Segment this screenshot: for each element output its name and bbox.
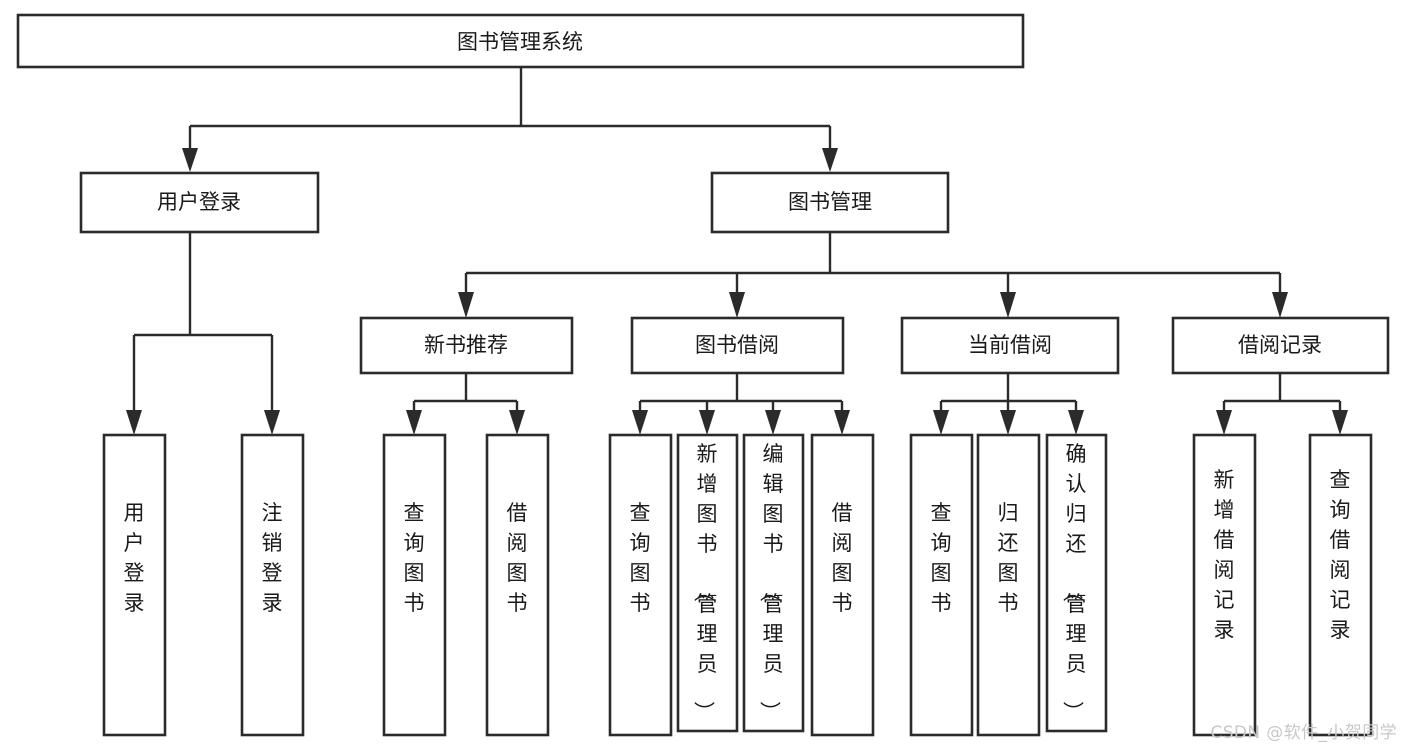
node-current-box[interactable] (900, 316, 1120, 375)
connector-group-records (1216, 373, 1348, 435)
node-login-box[interactable] (79, 171, 320, 234)
arrow-head-current (1000, 292, 1016, 318)
arrow-head-borrow (729, 292, 745, 318)
node-leaf-add-book-label: 新增图书（管理员） (692, 442, 718, 722)
node-leaf-edit-book[interactable]: 编辑图书（管理员） (742, 433, 805, 733)
node-leaf-query-book-1[interactable]: 查询图书 (382, 433, 447, 737)
node-leaf-edit-book-box[interactable] (742, 433, 805, 733)
connector-group-bookmgmt (458, 232, 1288, 318)
node-leaf-user-login-box[interactable] (102, 433, 167, 737)
arrow-head-return-book (1000, 410, 1016, 435)
node-root-box[interactable] (16, 13, 1025, 69)
node-leaf-query-book-3[interactable]: 查询图书 (909, 433, 974, 737)
node-leaf-user-login-label: 用户登录 (124, 501, 145, 615)
node-leaf-borrow-book-1[interactable]: 借阅图书 (485, 433, 550, 737)
node-leaf-query-book-3-label: 查询图书 (931, 501, 952, 615)
node-leaf-query-book-1-label: 查询图书 (404, 501, 425, 615)
node-leaf-query-book-3-box[interactable] (909, 433, 974, 737)
node-leaf-borrow-book-1-label: 借阅图书 (507, 501, 528, 615)
connector-group-login (126, 232, 280, 435)
node-leaf-query-record-label: 查询借阅记录 (1330, 468, 1351, 642)
arrow-head-add-record (1216, 410, 1232, 435)
arrow-head-confirm-return (1068, 410, 1084, 435)
node-leaf-return-book-label: 归还图书 (998, 501, 1019, 615)
arrow-head-edit-book (765, 410, 781, 435)
arrow-head-records (1272, 292, 1288, 318)
node-borrow-label: 图书借阅 (695, 333, 779, 357)
node-leaf-return-book-box[interactable] (976, 433, 1041, 737)
node-records[interactable]: 借阅记录 (1171, 316, 1390, 375)
arrow-head-user-login (126, 410, 142, 435)
connector-group-newbook (406, 373, 525, 435)
node-leaf-borrow-book-1-box[interactable] (485, 433, 550, 737)
node-leaf-query-book-2-box[interactable] (608, 433, 673, 737)
node-leaf-query-book-2[interactable]: 查询图书 (608, 433, 673, 737)
node-bookmgmt[interactable]: 图书管理 (710, 171, 950, 234)
node-leaf-borrow-book-2[interactable]: 借阅图书 (810, 433, 875, 737)
node-current[interactable]: 当前借阅 (900, 316, 1120, 375)
node-leaf-confirm-return[interactable]: 确认归还（管理员） (1045, 433, 1108, 733)
node-root[interactable]: 图书管理系统 (16, 13, 1025, 69)
node-leaf-query-book-1-box[interactable] (382, 433, 447, 737)
arrow-head-query-book-3 (933, 410, 949, 435)
node-root-label: 图书管理系统 (457, 30, 583, 54)
node-bookmgmt-box[interactable] (710, 171, 950, 234)
node-records-label: 借阅记录 (1238, 333, 1322, 357)
node-leaf-user-logout-label: 注销登录 (262, 501, 283, 615)
node-leaf-borrow-book-2-label: 借阅图书 (832, 501, 853, 615)
node-leaf-add-book[interactable]: 新增图书（管理员） (676, 433, 739, 733)
node-login-label: 用户登录 (157, 190, 241, 214)
node-leaf-add-record-label: 新增借阅记录 (1214, 468, 1235, 642)
node-leaf-user-login[interactable]: 用户登录 (102, 433, 167, 737)
node-current-label: 当前借阅 (968, 333, 1052, 357)
node-leaf-add-record-box[interactable] (1192, 433, 1257, 737)
arrow-head-add-book (699, 410, 715, 435)
node-login[interactable]: 用户登录 (79, 171, 320, 234)
csdn-watermark: CSDN @软件_小贺同学 (1210, 723, 1397, 743)
arrow-head-query-book-1 (406, 410, 422, 435)
node-leaf-query-record[interactable]: 查询借阅记录 (1308, 433, 1373, 737)
node-leaf-query-book-2-label: 查询图书 (630, 501, 651, 615)
arrow-head-query-record (1332, 410, 1348, 435)
arrow-head-borrow-book-2 (834, 410, 850, 435)
arrow-head-user-logout (264, 410, 280, 435)
arrow-head-query-book-2 (632, 410, 648, 435)
connector-group-borrow (632, 373, 850, 435)
connector-group-root (182, 67, 838, 172)
connector-group-current (933, 373, 1084, 435)
arrow-head-bookmgmt (822, 148, 838, 172)
node-newbook-box[interactable] (359, 316, 574, 375)
node-leaf-confirm-return-box[interactable] (1045, 433, 1108, 733)
node-newbook-label: 新书推荐 (424, 333, 508, 357)
node-records-box[interactable] (1171, 316, 1390, 375)
node-leaf-add-book-box[interactable] (676, 433, 739, 733)
arrow-head-login (182, 148, 198, 172)
node-borrow-box[interactable] (630, 316, 845, 375)
node-leaf-user-logout-box[interactable] (240, 433, 305, 737)
node-borrow[interactable]: 图书借阅 (630, 316, 845, 375)
node-bookmgmt-label: 图书管理 (788, 190, 872, 214)
node-leaf-borrow-book-2-box[interactable] (810, 433, 875, 737)
node-leaf-user-logout[interactable]: 注销登录 (240, 433, 305, 737)
arrow-head-borrow-book-1 (509, 410, 525, 435)
arrow-head-newbook (458, 292, 474, 318)
node-leaf-return-book[interactable]: 归还图书 (976, 433, 1041, 737)
node-leaf-query-record-box[interactable] (1308, 433, 1373, 737)
node-leaf-add-record[interactable]: 新增借阅记录 (1192, 433, 1257, 737)
node-leaf-confirm-return-label: 确认归还（管理员） (1061, 442, 1087, 722)
node-newbook[interactable]: 新书推荐 (359, 316, 574, 375)
node-leaf-edit-book-label: 编辑图书（管理员） (758, 442, 784, 722)
